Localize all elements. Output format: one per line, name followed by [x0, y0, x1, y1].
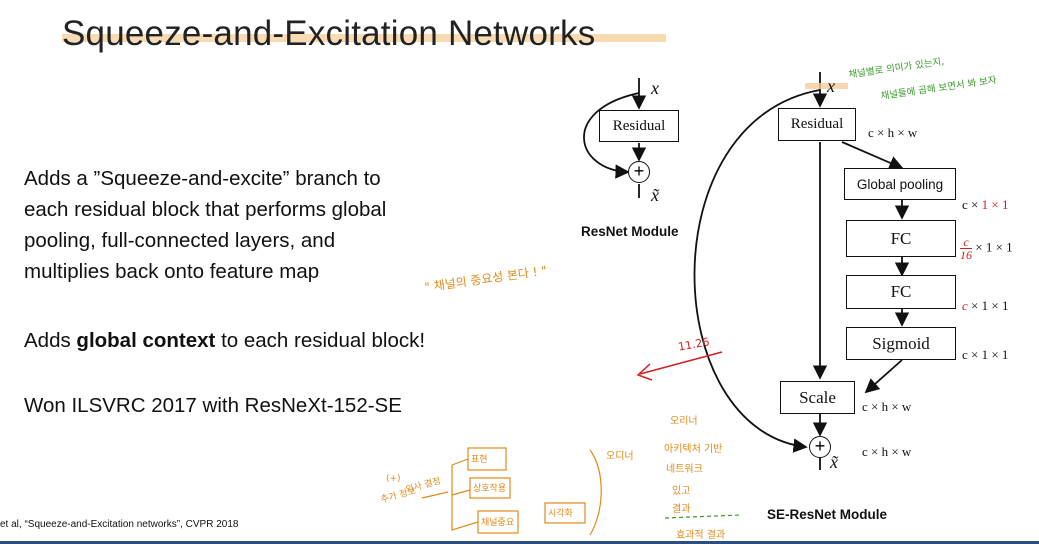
se-fc2-block: FC — [846, 275, 956, 309]
bullet-2-pre: Adds — [24, 329, 77, 352]
se-scale-dim: c × h × w — [862, 399, 912, 414]
se-gp-dim-red: 1 × 1 — [981, 197, 1009, 212]
se-global-pooling-block: Global pooling — [844, 168, 956, 200]
sketch-col-3: 네트워크 — [666, 464, 703, 475]
sketch-header-note: 오디너 — [606, 451, 634, 462]
se-sigmoid-block: Sigmoid — [846, 327, 956, 360]
se-fc2-dim-red: c — [962, 298, 968, 313]
se-residual-dim: c × h × w — [868, 125, 918, 140]
sketch-col-5: 결과 — [672, 504, 691, 515]
se-fc1-ratio-num: c — [960, 236, 972, 249]
se-module-caption: SE-ResNet Module — [767, 507, 888, 522]
citation: et al, “Squeeze-and-Excitation networks”… — [0, 519, 239, 530]
resnet-add-node: + — [628, 161, 650, 183]
se-input-var: x — [827, 76, 835, 96]
se-fc2-dim-post: × 1 × 1 — [967, 298, 1009, 313]
sketch-col-4: 있고 — [672, 486, 691, 497]
se-fc1-block: FC — [846, 220, 956, 257]
bullet-global-context: Adds global context to each residual blo… — [24, 325, 425, 356]
title-highlight — [62, 34, 666, 42]
sketch-col-2: 아키텍처 기반 — [664, 444, 723, 455]
sketch-small-label: (+) — [386, 474, 401, 484]
resnet-input-var: x — [651, 78, 659, 98]
bullet-1-line-3: pooling, full-connected layers, and — [24, 229, 336, 252]
bullet-2-post: to each residual block! — [215, 329, 426, 352]
se-output-dim: c × h × w — [862, 444, 912, 459]
sketch-box-3: 채널중요 — [481, 518, 515, 528]
bullet-1-line-2: each residual block that performs global — [24, 198, 387, 221]
bullet-squeeze-excite: Adds a ”Squeeze-and-excite” branch to ea… — [24, 163, 386, 287]
sketch-col-1: 오리너 — [670, 416, 698, 427]
bullet-1-line-4: multiplies back onto feature map — [24, 260, 320, 283]
se-global-pooling-dim: c × 1 × 1 — [962, 197, 1008, 213]
se-fc1-dim-post: × 1 × 1 — [972, 239, 1013, 255]
bullet-2-bold: global context — [76, 329, 216, 352]
sketch-box-1: 표현 — [471, 455, 488, 465]
resnet-module-caption: ResNet Module — [581, 224, 679, 239]
sketch-box-4: 시각화 — [548, 509, 573, 519]
se-output-var: x̃ — [830, 452, 838, 472]
se-gp-dim-pre: c × — [962, 197, 982, 212]
se-scale-block: Scale — [780, 381, 855, 414]
se-sigmoid-dim: c × 1 × 1 — [962, 347, 1009, 362]
slide-title: Squeeze-and-Excitation Networks — [62, 14, 596, 53]
resnet-output-var: x̃ — [651, 185, 659, 205]
resnet-residual-block: Residual — [599, 110, 679, 142]
se-residual-block: Residual — [778, 108, 856, 141]
sketch-col-6: 효과적 결과 — [676, 530, 726, 541]
se-fc2-dim: c × 1 × 1 — [962, 298, 1008, 314]
bullet-ilsvrc: Won ILSVRC 2017 with ResNeXt-152-SE — [24, 394, 402, 417]
bottom-rule — [0, 541, 1039, 544]
bullet-1-line-1: Adds a ”Squeeze-and-excite” branch to — [24, 167, 381, 190]
se-fc1-ratio-den: 16 — [960, 248, 972, 262]
sketch-box-2: 상호작용 — [473, 484, 507, 494]
se-add-node: + — [809, 436, 831, 458]
